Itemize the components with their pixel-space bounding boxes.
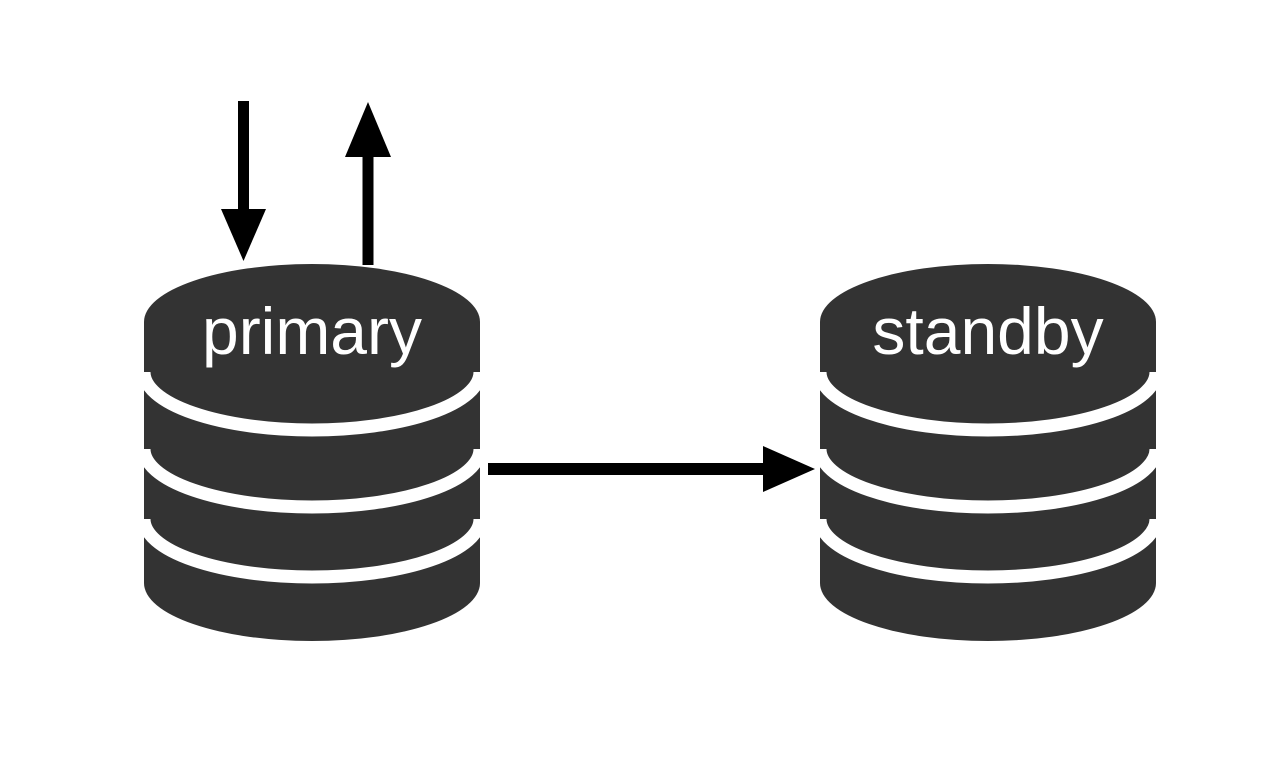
database-primary: primary: [144, 264, 480, 641]
database-disk-stripes: [820, 371, 1156, 584]
database-label-standby: standby: [872, 294, 1103, 368]
database-label-primary: primary: [202, 294, 422, 368]
database-standby: standby: [820, 264, 1156, 641]
right-arrow-icon: [488, 446, 815, 492]
down-arrow-icon: [221, 101, 266, 261]
database-body: [144, 264, 480, 641]
database-disk-stripes: [144, 371, 480, 584]
up-arrow-icon: [345, 102, 391, 265]
database-body: [820, 264, 1156, 641]
